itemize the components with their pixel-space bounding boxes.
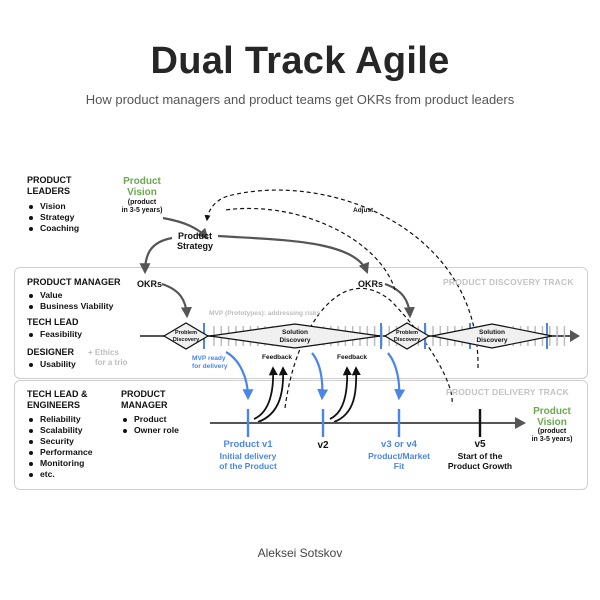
strategy-to-okrs-right-arrow <box>217 234 370 275</box>
engineers-item: etc. <box>27 469 93 480</box>
discovery-designer-list: Usability <box>27 359 76 370</box>
discovery-track-panel <box>14 267 588 379</box>
engineers-list: Reliability Scalability Security Perform… <box>27 414 93 480</box>
delivery-track-panel <box>14 380 588 490</box>
adjust-loop-inner <box>284 287 453 409</box>
leaders-item: Strategy <box>27 212 79 223</box>
delivery-pm-item: Product <box>121 414 179 425</box>
delivery-pm-list: Product Owner role <box>121 414 179 436</box>
okrs-right: OKRs <box>358 279 384 289</box>
feedback-arrow <box>253 366 278 420</box>
leaders-list: Vision Strategy Coaching <box>27 201 79 234</box>
adjust-loop-outer <box>204 189 479 369</box>
engineers-item: Performance <box>27 447 93 458</box>
okrs-left-to-discovery-arrow <box>161 282 192 319</box>
engineers-item: Scalability <box>27 425 93 436</box>
delivery-arrowhead <box>515 417 526 429</box>
discovery-tl-heading: TECH LEAD <box>27 317 79 327</box>
v2-label: v2 <box>317 440 329 451</box>
page-subtitle: How product managers and product teams g… <box>85 92 515 107</box>
delivery-pm-item: Owner role <box>121 425 179 436</box>
discovery-pm-item: Value <box>27 290 113 301</box>
discovery-designer-item: Usability <box>27 359 76 370</box>
discovery-pm-heading: PRODUCT MANAGER <box>27 277 121 287</box>
discovery-tl-item: Feasibility <box>27 329 82 340</box>
leaders-item: Coaching <box>27 223 79 234</box>
discovery-to-v2-arrow <box>311 352 329 401</box>
engineers-item: Reliability <box>27 414 93 425</box>
delivery-track-label: PRODUCT DELIVERY TRACK <box>446 387 569 397</box>
mvp-to-delivery-arrow <box>225 351 254 401</box>
adjust-loop-mid <box>224 207 396 291</box>
discovery-tl-list: Feasibility <box>27 329 82 340</box>
feedback-arrow <box>329 366 352 420</box>
discovery-to-v3-arrow <box>387 352 406 401</box>
feedback-label: Feedback <box>337 354 367 361</box>
vision-to-strategy-arrow <box>162 216 209 240</box>
page-title: Dual Track Agile <box>150 40 450 82</box>
adjust-label: Adjust <box>353 207 374 214</box>
strategy-to-okrs-left-arrow <box>139 236 173 275</box>
discovery-arrowhead <box>570 330 580 342</box>
engineers-heading: TECH LEAD &ENGINEERS <box>27 389 88 410</box>
feedback-arrow <box>257 366 288 423</box>
discovery-designer-heading: DESIGNER <box>27 347 75 357</box>
mvp-prototypes-note: MVP (Prototypes): addressing risks <box>209 310 321 317</box>
discovery-track-label: PRODUCT DISCOVERY TRACK <box>443 277 574 287</box>
engineers-item: Security <box>27 436 93 447</box>
author-credit: Aleksei Sotskov <box>257 546 343 560</box>
feedback-label: Feedback <box>262 354 292 361</box>
problem-discovery-diamond-1 <box>162 322 210 350</box>
okrs-right-to-discovery-arrow <box>384 282 415 319</box>
engineers-item: Monitoring <box>27 458 93 469</box>
discovery-pm-list: Value Business Viability <box>27 290 113 312</box>
leaders-item: Vision <box>27 201 79 212</box>
problem-discovery-diamond-2 <box>383 322 431 350</box>
solution-discovery-diamond-1 <box>209 323 381 349</box>
okrs-left: OKRs <box>137 279 163 289</box>
solution-discovery-diamond-2 <box>431 323 553 349</box>
feedback-arrow <box>333 366 361 423</box>
discovery-pm-item: Business Viability <box>27 301 113 312</box>
